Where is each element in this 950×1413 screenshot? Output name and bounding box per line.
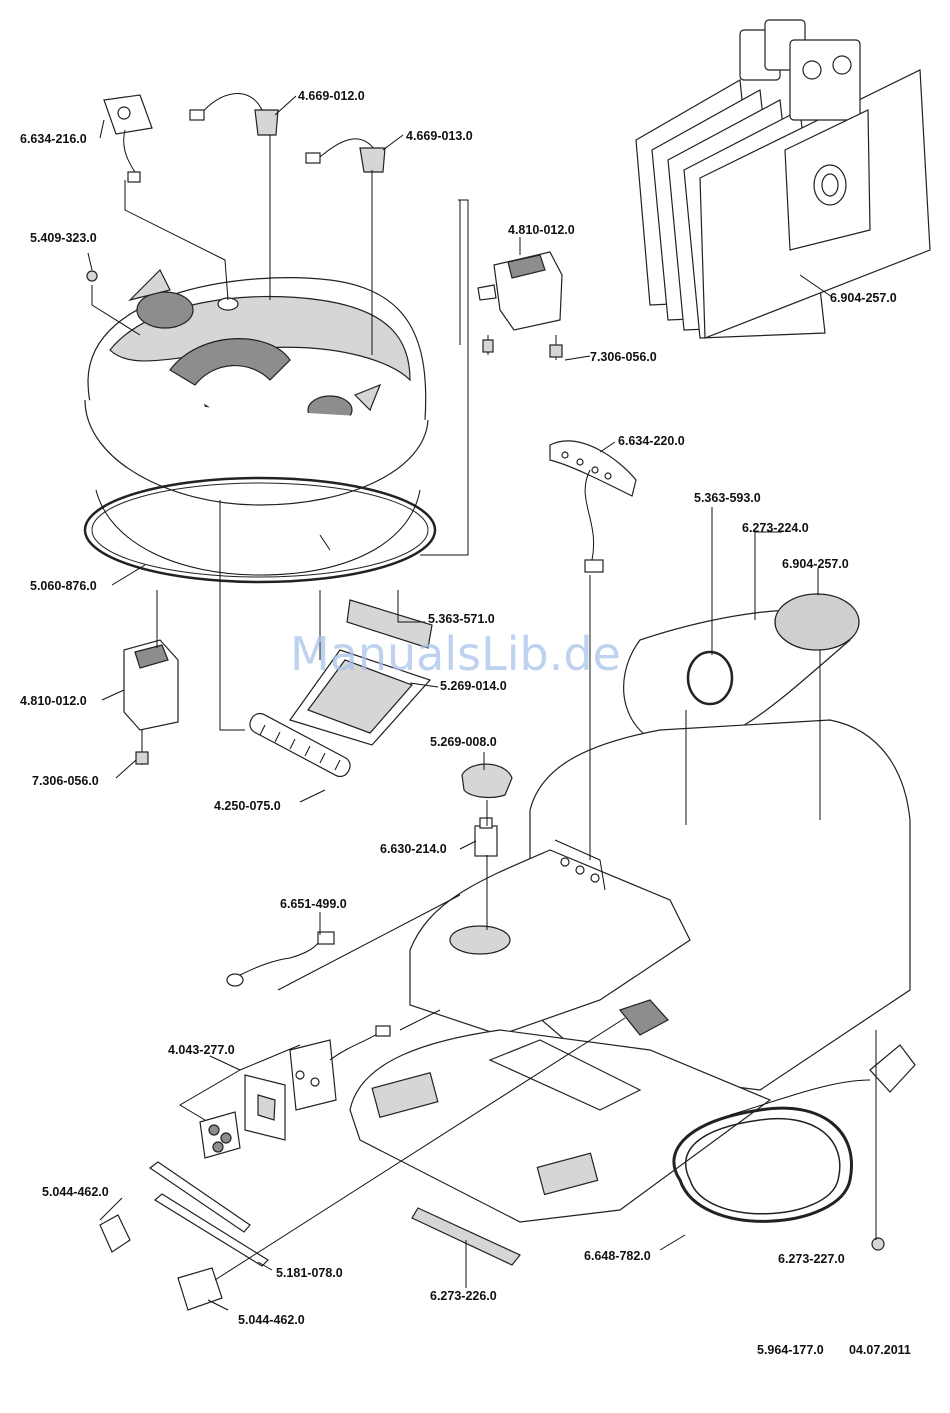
part-label-6273-224: 6.273-224.0 [742, 521, 809, 535]
part-label-6904-257-disk: 6.904-257.0 [782, 557, 849, 571]
part-label-4250-075: 4.250-075.0 [214, 799, 281, 813]
part-label-6634-220: 6.634-220.0 [618, 434, 685, 448]
part-label-5269-008: 5.269-008.0 [430, 735, 497, 749]
clip-parts [99, 1161, 521, 1311]
filter-parts [289, 599, 433, 746]
part-label-6273-226: 6.273-226.0 [430, 1289, 497, 1303]
motor-head-drawing [83, 268, 437, 584]
part-label-6634-216: 6.634-216.0 [20, 132, 87, 146]
part-labels: 6.634-216.0 4.669-012.0 4.669-013.0 5.40… [20, 89, 897, 1327]
part-label-4810-012-left: 4.810-012.0 [20, 694, 87, 708]
document-date: 04.07.2011 [849, 1343, 911, 1357]
part-label-5060-876: 5.060-876.0 [30, 579, 97, 593]
button-switch-parts [461, 763, 513, 857]
part-label-4669-013: 4.669-013.0 [406, 129, 473, 143]
brush-part [249, 712, 351, 778]
lid-disk [774, 593, 860, 651]
cable-part [226, 931, 335, 987]
part-label-4669-012: 4.669-012.0 [298, 89, 365, 103]
part-label-4810-012-top: 4.810-012.0 [508, 223, 575, 237]
part-label-7306-056-left: 7.306-056.0 [32, 774, 99, 788]
part-label-7306-056-top: 7.306-056.0 [590, 350, 657, 364]
part-label-5044-462-top: 5.044-462.0 [42, 1185, 109, 1199]
part-label-5181-078: 5.181-078.0 [276, 1266, 343, 1280]
seal-ring [83, 476, 437, 584]
part-label-6651-499: 6.651-499.0 [280, 897, 347, 911]
switch-box-top [477, 251, 563, 360]
part-label-4043-277: 4.043-277.0 [168, 1043, 235, 1057]
part-label-5409-323: 5.409-323.0 [30, 231, 97, 245]
power-cord-drawing [672, 1044, 916, 1251]
watermark-text: ManualsLib.de [290, 627, 621, 681]
base-unit-drawing [349, 593, 911, 1223]
control-panel-part [549, 440, 637, 573]
leader-lines [87, 95, 877, 1311]
part-label-6630-214: 6.630-214.0 [380, 842, 447, 856]
part-label-6273-227: 6.273-227.0 [778, 1252, 845, 1266]
part-label-5363-571: 5.363-571.0 [428, 612, 495, 626]
part-label-5044-462-bottom: 5.044-462.0 [238, 1313, 305, 1327]
part-label-6648-782: 6.648-782.0 [584, 1249, 651, 1263]
part-label-6904-257-bags: 6.904-257.0 [830, 291, 897, 305]
filter-bags-drawing [635, 19, 931, 339]
switch-box-left [123, 639, 179, 765]
small-top-parts [86, 93, 386, 282]
part-label-5269-014: 5.269-014.0 [440, 679, 507, 693]
document-number: 5.964-177.0 [757, 1343, 824, 1357]
part-label-5363-593: 5.363-593.0 [694, 491, 761, 505]
electrical-parts [199, 1025, 391, 1159]
